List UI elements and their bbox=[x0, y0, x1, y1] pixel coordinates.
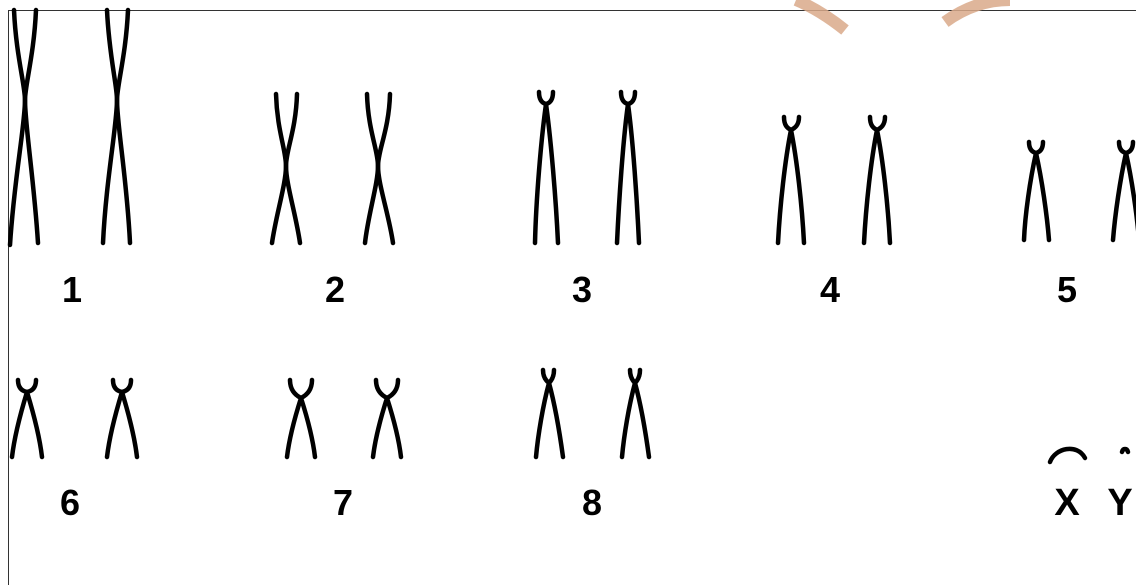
chromosome-2b bbox=[365, 94, 393, 243]
chromosome-pair-2 bbox=[272, 94, 393, 243]
chromosome-5b bbox=[1113, 142, 1136, 240]
pair-label-4: 4 bbox=[820, 269, 840, 310]
chromosome-6b bbox=[107, 380, 137, 457]
chromosome-7b bbox=[373, 380, 401, 457]
sex-chromosomes bbox=[1050, 449, 1128, 462]
chromosome-pair-1 bbox=[10, 10, 130, 245]
pair-label-3: 3 bbox=[572, 269, 592, 310]
sex-chromosome-label-y: Y bbox=[1107, 482, 1132, 524]
chromosome-3a bbox=[535, 92, 558, 243]
watermark-logo bbox=[796, 0, 1010, 30]
chromosome-4b bbox=[864, 117, 890, 243]
chromosome-4a bbox=[778, 117, 804, 243]
chromosome-pair-4 bbox=[778, 117, 890, 243]
chromosome-1a bbox=[10, 10, 38, 245]
pair-label-8: 8 bbox=[582, 482, 602, 523]
chromosome-7a bbox=[287, 380, 315, 457]
chromosome-8b bbox=[622, 370, 649, 457]
pair-label-7: 7 bbox=[333, 482, 353, 523]
chromosome-pair-3 bbox=[535, 92, 639, 243]
chromosome-6a bbox=[12, 380, 42, 457]
sex-chromosome-label-x: X bbox=[1054, 482, 1080, 524]
chromosome-1b bbox=[103, 10, 130, 243]
pair-label-1: 1 bbox=[62, 269, 82, 310]
pair-label-5: 5 bbox=[1057, 269, 1077, 310]
pair-label-6: 6 bbox=[60, 482, 80, 523]
y-chromosome bbox=[1122, 449, 1128, 452]
chromosome-pair-5 bbox=[1024, 142, 1136, 240]
x-chromosome bbox=[1050, 449, 1085, 462]
chromosome-pair-6 bbox=[12, 380, 137, 457]
chromosome-pair-7 bbox=[287, 380, 401, 457]
chromosome-pair-8 bbox=[536, 370, 649, 457]
chromosome-3b bbox=[617, 92, 639, 243]
chromosome-5a bbox=[1024, 142, 1049, 240]
pair-label-2: 2 bbox=[325, 269, 345, 310]
chromosome-8a bbox=[536, 370, 563, 457]
chromosome-2a bbox=[272, 94, 300, 243]
